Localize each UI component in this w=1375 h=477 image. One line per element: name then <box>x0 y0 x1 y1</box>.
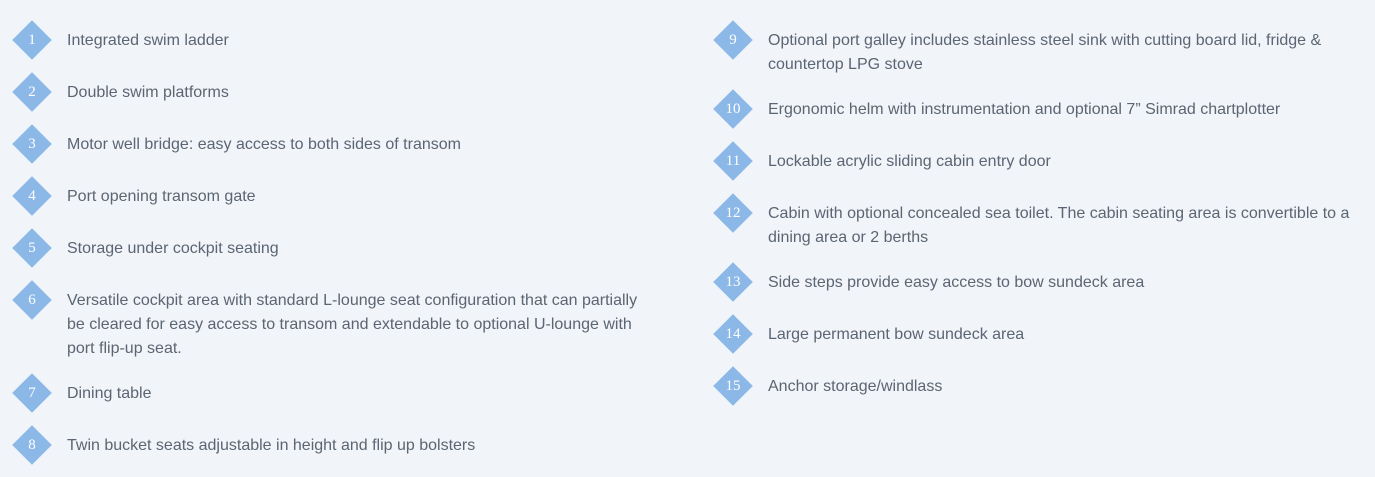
number-badge: 5 <box>12 228 52 268</box>
feature-text: Anchor storage/windlass <box>768 378 943 395</box>
feature-column-right: 9 Optional port galley includes stainles… <box>713 20 1363 418</box>
feature-text: Port opening transom gate <box>67 188 256 205</box>
feature-text: Storage under cockpit seating <box>67 240 279 257</box>
feature-item: 1 Integrated swim ladder <box>12 20 652 60</box>
badge-number: 3 <box>28 136 36 152</box>
badge-number: 6 <box>28 292 36 308</box>
badge-number: 7 <box>28 385 36 401</box>
number-badge: 9 <box>713 20 753 60</box>
feature-text: Optional port galley includes stainless … <box>768 32 1322 73</box>
feature-list: 1 Integrated swim ladder 2 Double swim p… <box>12 20 1363 465</box>
badge-number: 1 <box>28 32 36 48</box>
feature-item: 6 Versatile cockpit area with standard L… <box>12 280 652 361</box>
feature-text: Double swim platforms <box>67 84 229 101</box>
badge-number: 10 <box>725 101 741 117</box>
feature-item: 12 Cabin with optional concealed sea toi… <box>713 193 1363 250</box>
number-badge: 12 <box>713 193 753 233</box>
feature-item: 4 Port opening transom gate <box>12 176 652 216</box>
feature-item: 13 Side steps provide easy access to bow… <box>713 262 1363 302</box>
feature-item: 9 Optional port galley includes stainles… <box>713 20 1363 77</box>
feature-text: Integrated swim ladder <box>67 32 229 49</box>
number-badge: 15 <box>713 366 753 406</box>
number-badge: 1 <box>12 20 52 60</box>
feature-text: Versatile cockpit area with standard L-l… <box>67 292 638 357</box>
feature-text: Lockable acrylic sliding cabin entry doo… <box>768 153 1051 170</box>
feature-text: Large permanent bow sundeck area <box>768 326 1025 343</box>
number-badge: 6 <box>12 280 52 320</box>
badge-number: 13 <box>725 274 741 290</box>
badge-number: 4 <box>28 188 36 204</box>
number-badge: 2 <box>12 72 52 112</box>
badge-number: 5 <box>28 240 36 256</box>
number-badge: 8 <box>12 425 52 465</box>
feature-item: 14 Large permanent bow sundeck area <box>713 314 1363 354</box>
feature-item: 11 Lockable acrylic sliding cabin entry … <box>713 141 1363 181</box>
number-badge: 14 <box>713 314 753 354</box>
feature-item: 8 Twin bucket seats adjustable in height… <box>12 425 652 465</box>
feature-text: Ergonomic helm with instrumentation and … <box>768 101 1281 118</box>
feature-text: Motor well bridge: easy access to both s… <box>67 136 461 153</box>
badge-number: 11 <box>725 153 741 169</box>
number-badge: 3 <box>12 124 52 164</box>
number-badge: 13 <box>713 262 753 302</box>
badge-number: 15 <box>725 378 741 394</box>
number-badge: 4 <box>12 176 52 216</box>
badge-number: 14 <box>725 326 741 342</box>
number-badge: 11 <box>713 141 753 181</box>
feature-column-left: 1 Integrated swim ladder 2 Double swim p… <box>12 20 652 477</box>
feature-item: 2 Double swim platforms <box>12 72 652 112</box>
badge-number: 2 <box>28 84 36 100</box>
number-badge: 10 <box>713 89 753 129</box>
badge-number: 9 <box>729 32 737 48</box>
feature-text: Cabin with optional concealed sea toilet… <box>768 205 1350 246</box>
badge-number: 8 <box>28 437 36 453</box>
number-badge: 7 <box>12 373 52 413</box>
feature-item: 3 Motor well bridge: easy access to both… <box>12 124 652 164</box>
feature-item: 15 Anchor storage/windlass <box>713 366 1363 406</box>
feature-text: Twin bucket seats adjustable in height a… <box>67 437 476 454</box>
feature-item: 10 Ergonomic helm with instrumentation a… <box>713 89 1363 129</box>
badge-number: 12 <box>725 205 741 221</box>
feature-item: 7 Dining table <box>12 373 652 413</box>
feature-item: 5 Storage under cockpit seating <box>12 228 652 268</box>
feature-text: Side steps provide easy access to bow su… <box>768 274 1145 291</box>
feature-text: Dining table <box>67 385 152 402</box>
